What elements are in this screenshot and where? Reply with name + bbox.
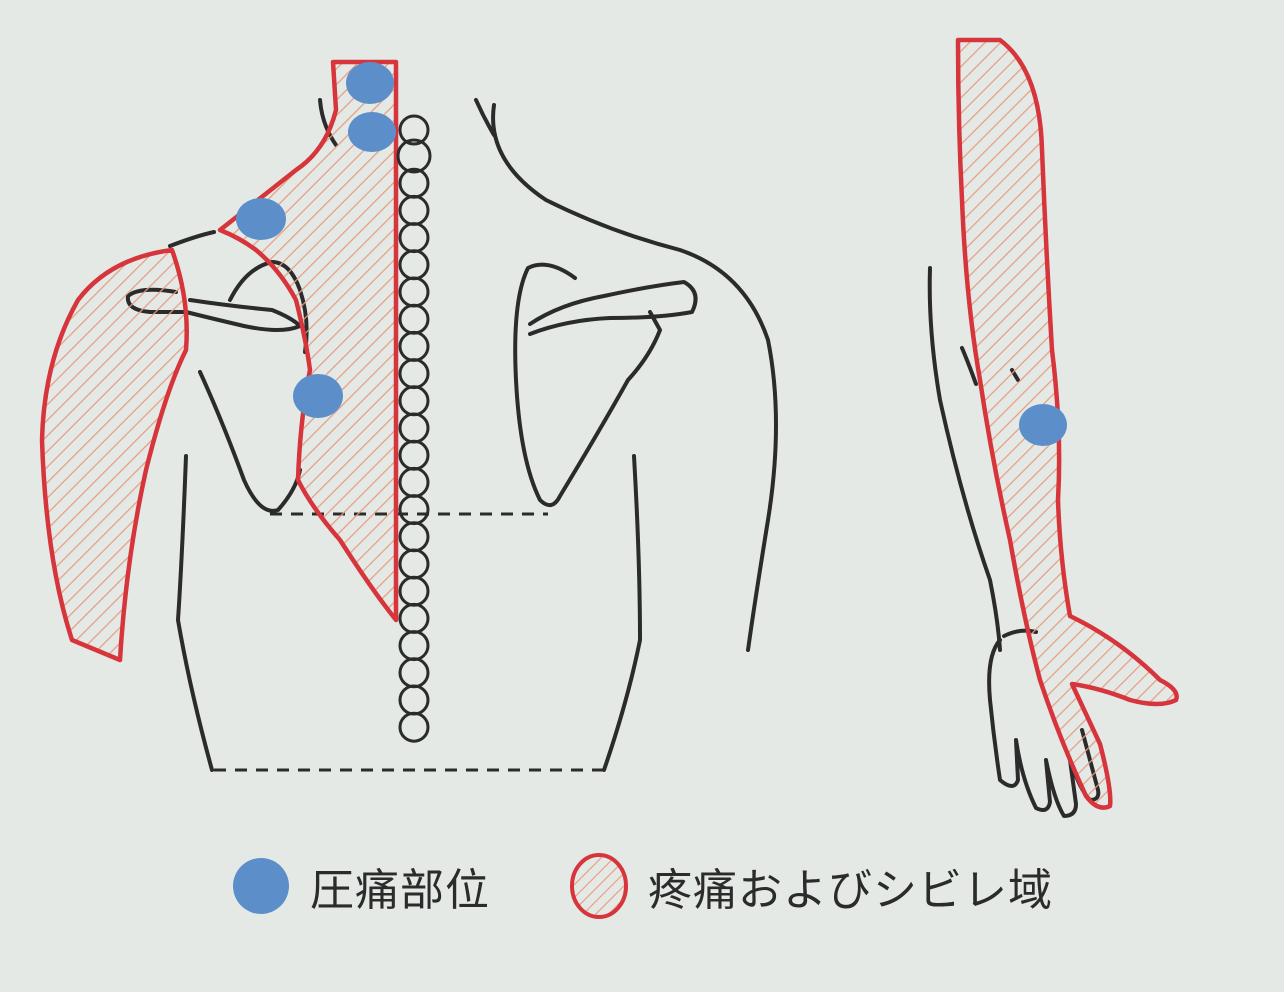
vertebra xyxy=(398,412,430,444)
right-torso-line xyxy=(602,454,642,772)
left-scapula xyxy=(198,260,309,513)
right-scapula xyxy=(513,262,662,508)
tender-point-neck-upper xyxy=(346,62,394,104)
tender-point-scapula xyxy=(293,374,343,418)
back-tender-points xyxy=(236,62,396,418)
legend-item-tender: 圧痛部位 xyxy=(230,854,490,918)
vertebra xyxy=(398,657,430,689)
dashed-lines xyxy=(214,512,610,772)
vertebra xyxy=(398,303,430,335)
right-clavicle xyxy=(528,280,698,336)
vertebra xyxy=(398,548,430,580)
elbow-crease xyxy=(960,346,978,386)
vertebra xyxy=(398,385,430,417)
back-pain-regions xyxy=(39,59,399,663)
vertebra xyxy=(398,521,430,553)
shoulder-pain-region xyxy=(39,247,189,663)
vertebra xyxy=(398,602,430,634)
vertebra xyxy=(398,711,430,743)
tender-point-shoulder xyxy=(236,198,286,240)
legend-item-pain: 疼痛およびシビレ域 xyxy=(568,852,1053,920)
vertebra xyxy=(396,138,432,174)
arm-pain-regions xyxy=(955,37,1179,810)
left-shoulder-top-line xyxy=(168,230,216,248)
vertebra xyxy=(398,358,430,390)
vertebra xyxy=(398,630,430,662)
vertebra xyxy=(398,194,430,226)
tender-point-neck-lower xyxy=(348,112,396,152)
vertebrae-column xyxy=(396,114,432,743)
legend-pain-label: 疼痛およびシビレ域 xyxy=(648,865,1053,916)
back-outline xyxy=(125,98,778,772)
legend-tender-label: 圧痛部位 xyxy=(310,865,490,916)
vertebra xyxy=(398,276,430,308)
vertebra xyxy=(398,575,430,607)
legend: 圧痛部位 疼痛およびシビレ域 xyxy=(230,852,1131,920)
vertebra xyxy=(398,494,430,526)
arm-pain-region xyxy=(955,37,1179,810)
vertebra xyxy=(398,466,430,498)
vertebra xyxy=(398,114,430,146)
tender-point-swatch xyxy=(233,858,289,914)
vertebra xyxy=(398,684,430,716)
vertebra xyxy=(398,439,430,471)
tender-point-forearm xyxy=(1019,404,1067,446)
vertebra xyxy=(398,249,430,281)
arm-tender-points xyxy=(1019,404,1067,446)
right-side-line xyxy=(491,103,778,652)
left-torso-line xyxy=(176,454,214,772)
pain-region-swatch xyxy=(570,853,628,919)
vertebra xyxy=(398,222,430,254)
arm-left-line xyxy=(927,266,1002,652)
vertebra xyxy=(398,330,430,362)
